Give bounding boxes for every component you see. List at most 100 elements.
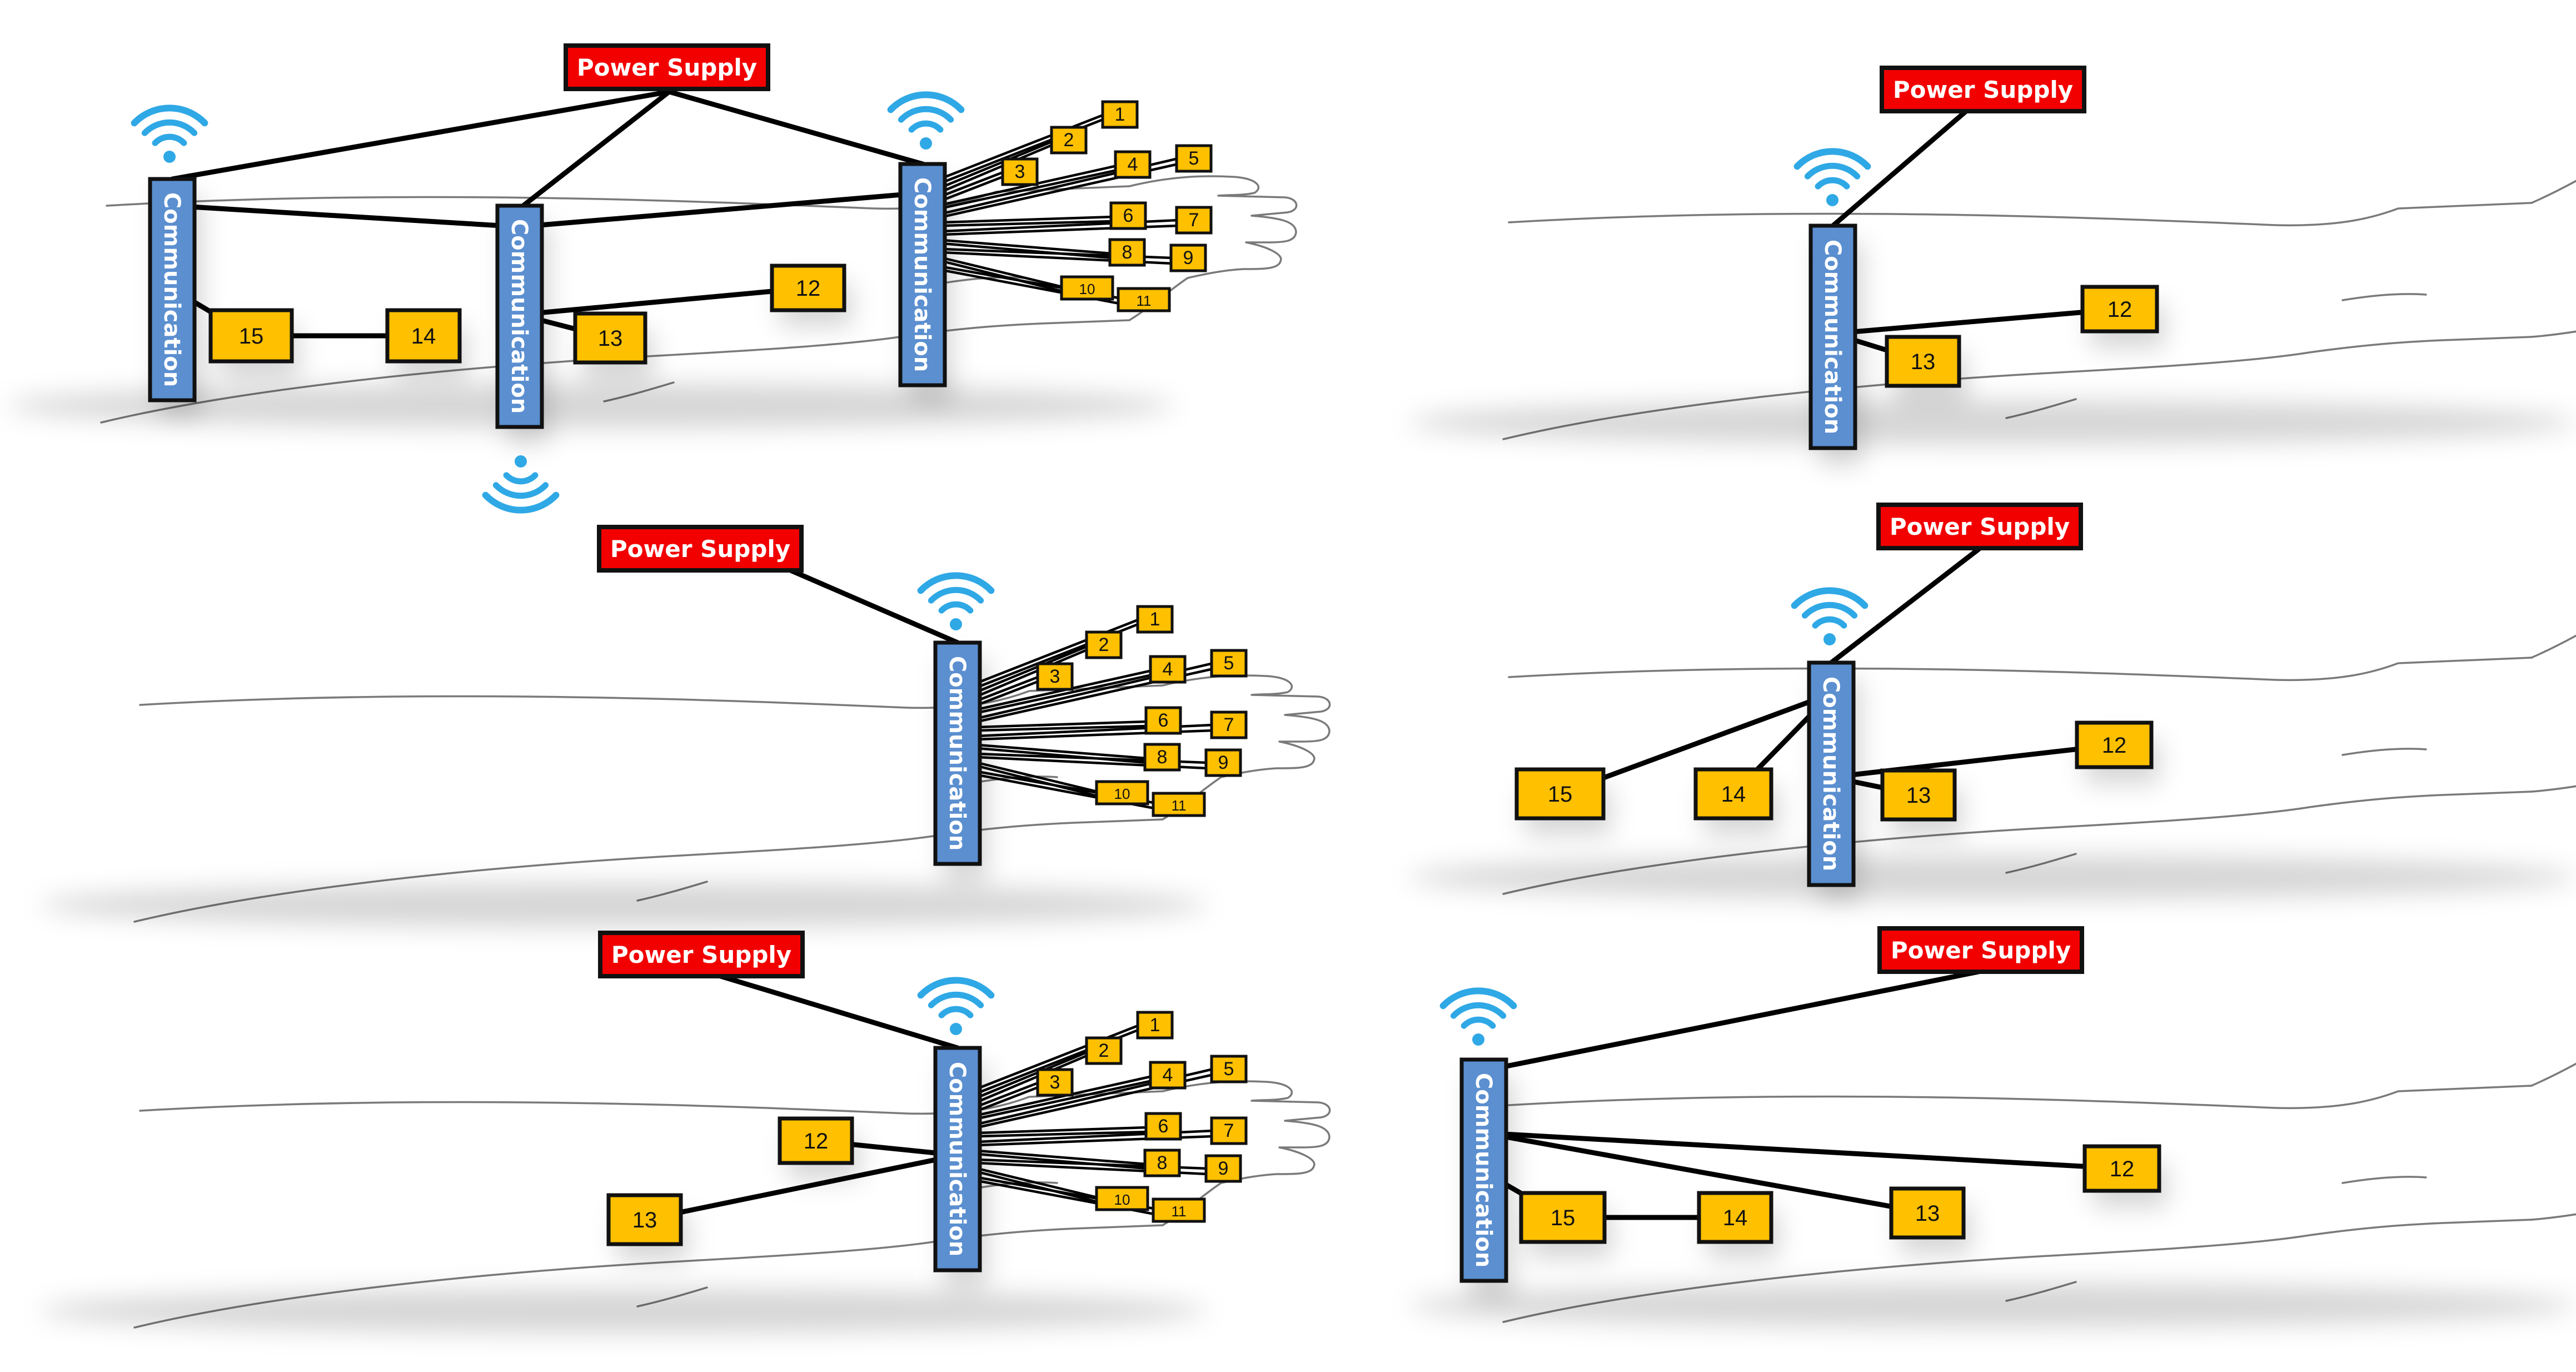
- ml-communication: Communication: [933, 640, 982, 866]
- sensor-node-label: 12: [2110, 1157, 2135, 1181]
- power-supply-label: Power Supply: [611, 941, 791, 968]
- sensor-node-box: [1519, 1191, 1607, 1244]
- tl-communication-1: Communication: [148, 177, 197, 402]
- tl-communication-2: Communication: [495, 203, 544, 429]
- wifi-icon: [887, 91, 965, 150]
- ml-sensor-1: 1: [1136, 605, 1174, 634]
- tr-power-supply: Power Supply: [1880, 66, 2086, 113]
- tl-sensor-3: 3: [1001, 157, 1039, 186]
- sensor-node-box: [1175, 206, 1213, 235]
- power-supply-label: Power Supply: [610, 535, 790, 563]
- ml-sensor-4: 4: [1149, 655, 1187, 684]
- arm-lower-edge: [1502, 336, 2533, 440]
- wrist-crease: [2341, 293, 2427, 301]
- sensor-node-label: 14: [1721, 782, 1746, 807]
- tl-finger-wire-8: [941, 238, 1113, 255]
- tl-finger-wire-6-b: [941, 220, 1114, 227]
- wifi-arc: [887, 91, 965, 113]
- arm-ground-shadow: [1409, 400, 2576, 445]
- br-ps-to-comm: [1481, 969, 1981, 1073]
- sensor-node-label: 13: [1915, 1201, 1940, 1226]
- sensor-node-box: [1060, 275, 1114, 301]
- bl-comm-to-13: [642, 1152, 960, 1222]
- sensor-node-label: 10: [1114, 1191, 1130, 1208]
- arm-upper-edge: [106, 185, 1130, 210]
- hand-outline: [2530, 180, 2576, 338]
- arm-middle-right: [1502, 634, 2576, 895]
- arm-outlines: [100, 175, 2576, 1329]
- tl-ps-to-comm2: [517, 89, 672, 211]
- communication-box: [495, 203, 544, 429]
- sensor-node-label: 8: [1157, 747, 1168, 768]
- sensor-node-box: [1001, 157, 1039, 186]
- wifi-icon: [482, 455, 560, 514]
- tr-communication: Communication: [1808, 223, 1857, 450]
- sensor-node-label: 1: [1150, 609, 1160, 630]
- tr-sensor-13: 13: [1885, 335, 1961, 388]
- tl-finger-wire-2: [941, 140, 1055, 188]
- sensor-node-label: 4: [1163, 1065, 1173, 1086]
- sensor-node-box: [1085, 1036, 1123, 1065]
- fist-outline: [1128, 175, 1298, 321]
- br-comm-to-12: [1481, 1130, 2125, 1171]
- ml-sensor-5: 5: [1210, 649, 1248, 678]
- wifi-arc: [1791, 587, 1869, 609]
- wifi-arc: [1815, 177, 1850, 190]
- sensor-node-label: 13: [598, 326, 623, 351]
- bl-finger-wire-1: [976, 1023, 1141, 1090]
- communication-box: [933, 1046, 982, 1272]
- sensor-node-box: [1204, 748, 1242, 777]
- wifi-arc: [928, 586, 984, 604]
- communication-box: [1808, 223, 1857, 450]
- sensor-node-label: 5: [1224, 1058, 1234, 1080]
- power-supply-box: [1877, 926, 2084, 974]
- sensor-node-label: 12: [2102, 733, 2127, 758]
- mr-sensor-14: 14: [1693, 767, 1773, 821]
- arm-top-right: [1502, 180, 2576, 440]
- sensor-node-label: 9: [1183, 247, 1194, 269]
- wifi-dot: [515, 455, 527, 468]
- bl-finger-wire-6: [976, 1126, 1149, 1135]
- wifi-arc: [1801, 602, 1858, 619]
- sensor-node-label: 5: [1224, 653, 1234, 674]
- wifi-arc: [141, 119, 198, 136]
- power-supply-label: Power Supply: [1891, 937, 2071, 964]
- arm-ground-shadow: [1409, 1283, 2576, 1328]
- mr-sensor-15: 15: [1514, 767, 1606, 821]
- communication-label: Communication: [944, 1062, 970, 1256]
- bl-finger-wire-3: [976, 1081, 1041, 1108]
- tl-finger-wire-3: [941, 170, 1006, 197]
- tr-comm-to-12: [1830, 306, 2122, 336]
- wifi-arc: [482, 491, 560, 514]
- sensor-node-box: [1169, 243, 1207, 272]
- wifi-icon: [131, 105, 208, 163]
- br-sensor-13: 13: [1889, 1186, 1966, 1240]
- bl-finger-wire-2: [976, 1050, 1090, 1099]
- mr-sensor-13: 13: [1880, 768, 1957, 822]
- br-sensor-12: 12: [2082, 1144, 2161, 1193]
- tl-sensor-1: 1: [1101, 100, 1139, 129]
- wifi-arc: [1461, 1016, 1496, 1029]
- sensor-node-label: 11: [1172, 1203, 1187, 1220]
- sensor-node-label: 9: [1218, 752, 1229, 773]
- arm-lower-edge: [133, 1224, 1164, 1329]
- sensor-node-box: [606, 1193, 683, 1246]
- sensor-node-label: 6: [1158, 710, 1169, 731]
- arm-upper-edge: [1508, 1085, 2533, 1110]
- power-supply-label: Power Supply: [1893, 76, 2073, 103]
- sensor-node-label: 12: [796, 276, 821, 301]
- power-supply-box: [564, 43, 770, 91]
- bl-finger-wire-10: [976, 1167, 1108, 1201]
- ml-finger-wire-6-b: [976, 724, 1149, 732]
- tl-comm1-to-comm2: [170, 203, 522, 230]
- communication-label: Communication: [159, 192, 185, 387]
- tl-finger-wire-3-b: [941, 175, 1006, 202]
- sensor-node-box: [1514, 767, 1606, 821]
- wifi-arc: [1812, 616, 1847, 629]
- tl-sensor-14: 14: [385, 308, 462, 364]
- wifi-arc: [131, 105, 208, 127]
- arm-ground-shadow: [40, 883, 1207, 927]
- communication-label: Communication: [506, 219, 532, 414]
- tr-sensor-12: 12: [2080, 285, 2159, 334]
- bl-sensor-7: 7: [1210, 1116, 1248, 1145]
